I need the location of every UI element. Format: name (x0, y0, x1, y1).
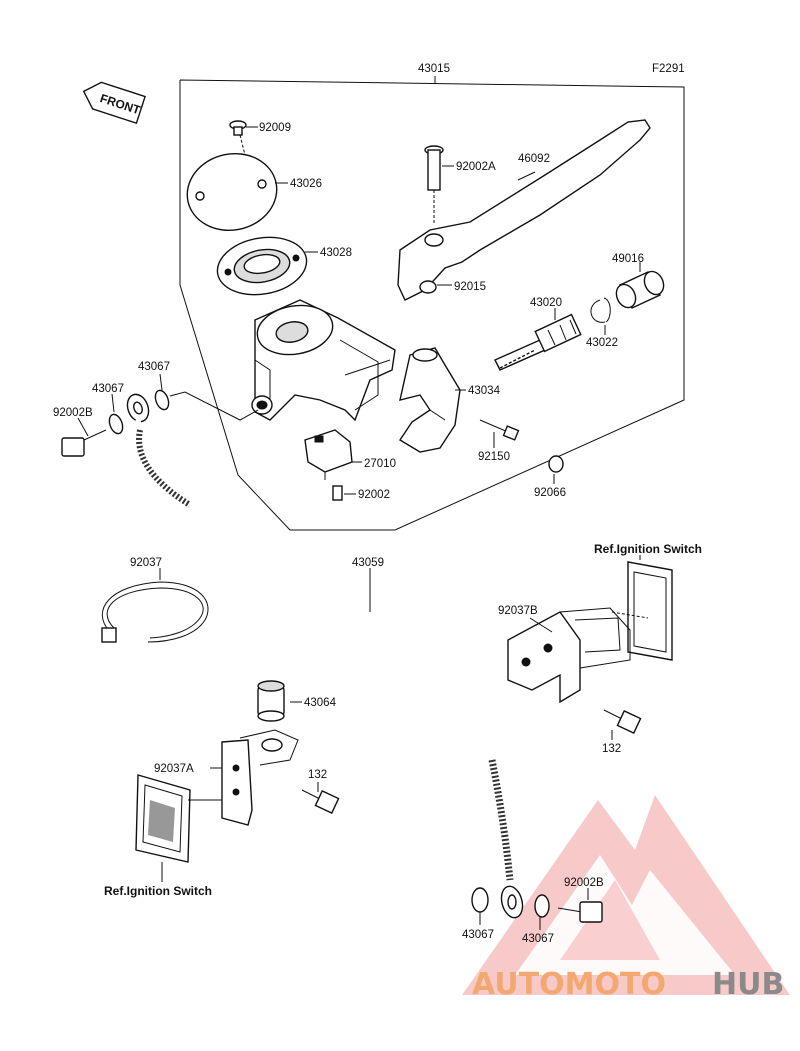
label-92150: 92150 (478, 451, 510, 463)
front-arrow-tag: FRONT (82, 81, 146, 125)
watermark-text: AUTOMOTO HUB (472, 967, 784, 1002)
watermark-logo (462, 795, 790, 995)
label-43067-b: 43067 (92, 383, 124, 395)
label-92002B-top: 92002B (53, 407, 93, 419)
ignition-switch-plate-right (627, 555, 673, 661)
bracket-92037A (210, 729, 299, 826)
label-43026: 43026 (290, 178, 322, 190)
label-92037A: 92037A (154, 763, 194, 775)
label-43020: 43020 (530, 297, 562, 309)
label-132-left: 132 (308, 769, 327, 781)
label-46092: 46092 (518, 153, 550, 165)
ignition-switch-plate-left (135, 774, 222, 882)
washer-43067-b (154, 373, 259, 421)
diagram-code: F2291 (652, 63, 685, 75)
label-92066: 92066 (534, 487, 566, 499)
banjo-bolt-92002B-bottom (557, 888, 603, 923)
label-43034: 43034 (468, 385, 501, 397)
reservoir-cap-43026 (186, 152, 288, 232)
assembly-frame-43015 (179, 76, 685, 531)
label-27010: 27010 (364, 458, 396, 470)
dust-boot-49016 (615, 262, 665, 309)
label-92002: 92002 (358, 489, 390, 501)
brake-switch-27010 (304, 429, 362, 480)
label-92002A: 92002A (456, 161, 496, 173)
cap-92066 (548, 455, 564, 484)
brake-hose-43059 (132, 419, 514, 883)
label-43015: 43015 (418, 63, 450, 75)
handlebar-clamp-43034 (399, 347, 466, 453)
bolt-132-left (301, 782, 340, 814)
label-92009: 92009 (259, 122, 291, 134)
label-43067-c: 43067 (462, 929, 494, 941)
washer-43067-a (108, 393, 124, 435)
label-92015: 92015 (454, 281, 486, 293)
label-43067-d: 43067 (522, 933, 554, 945)
banjo-bolt-92002B-top (61, 417, 107, 457)
piston-kit-43020 (494, 308, 582, 371)
label-92002B-bottom: 92002B (564, 877, 604, 889)
label-92037B: 92037B (498, 605, 538, 617)
label-92037: 92037 (130, 557, 162, 569)
bolt-132-right (603, 709, 642, 740)
clamp-bolt-92150 (479, 419, 520, 448)
watermark-accent-text: AUTOMOTO (472, 967, 666, 1002)
diaphragm-43028 (216, 236, 318, 296)
label-49016: 49016 (612, 253, 644, 265)
bracket-92037B (507, 607, 649, 704)
label-43028: 43028 (320, 247, 352, 259)
master-cylinder-body (251, 299, 396, 422)
part-labels: F2291 43015 92009 43026 43028 92002A 460… (53, 63, 702, 945)
washer-43067-c (471, 887, 489, 925)
label-ref-ignition-right: Ref.Ignition Switch (594, 542, 702, 556)
label-43059: 43059 (352, 557, 384, 569)
pivot-bolt-92002A (424, 145, 454, 225)
label-43067-a: 43067 (138, 361, 170, 373)
label-43064: 43064 (304, 697, 337, 709)
circlip-43022 (590, 297, 611, 335)
washer-43067-d (534, 894, 550, 930)
brake-lever-46092 (397, 119, 651, 301)
watermark-dark-text: HUB (712, 967, 784, 1002)
banjo-fitting-top (126, 393, 150, 423)
nut-92015 (419, 280, 452, 294)
label-132-right: 132 (602, 743, 621, 755)
banjo-fitting-bottom (500, 885, 524, 919)
label-43022: 43022 (586, 337, 618, 349)
grommet-43064 (257, 680, 302, 722)
hose-clamp-92037 (101, 568, 209, 643)
label-ref-ignition-left: Ref.Ignition Switch (104, 884, 212, 898)
screw-92002 (332, 485, 356, 501)
